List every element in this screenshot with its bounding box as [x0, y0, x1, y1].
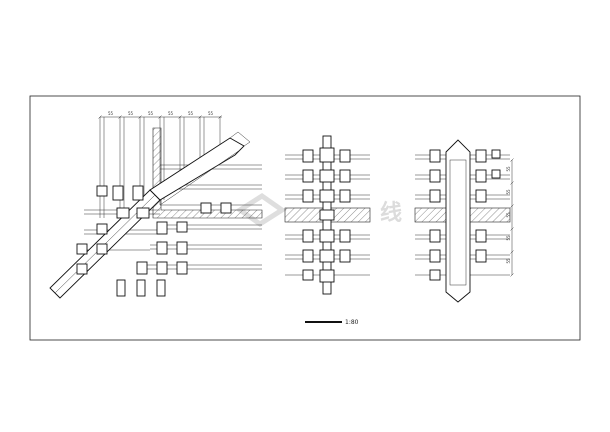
drawing-frame	[29, 95, 581, 341]
watermark: 线	[235, 192, 402, 228]
dimension-label: 55	[168, 111, 174, 116]
scale-label: 1:80	[345, 319, 359, 326]
dimension-tick	[510, 250, 514, 254]
dimension-label: 55	[188, 111, 194, 116]
corner-plan-view: 55 55 55 55 55 55	[49, 111, 263, 299]
right-elevation-view: 55 55 55 55 55	[414, 139, 514, 303]
dimension-tick	[510, 204, 514, 208]
right-dimension-ticks: 55 55 55 55 55	[506, 158, 514, 277]
dimension-label: 55	[128, 111, 134, 116]
dimension-tick	[510, 158, 514, 162]
dimension-label: 55	[108, 111, 114, 116]
watermark-text: 线	[380, 200, 402, 226]
dimension-label: 55	[506, 166, 511, 172]
corner-wall-hatch	[152, 127, 263, 219]
dimension-tick	[510, 227, 514, 231]
dimension-tick	[510, 181, 514, 185]
dimension-label: 55	[506, 258, 511, 264]
dimension-label: 55	[506, 235, 511, 241]
left-dimension-ticks: 55 55 55 55 55 55	[98, 111, 222, 119]
dimension-label: 55	[148, 111, 154, 116]
dimension-label: 55	[506, 189, 511, 195]
middle-elevation-view	[284, 135, 371, 295]
scale-bar: 1:80	[305, 319, 359, 326]
dimension-tick	[510, 273, 514, 277]
dimension-label: 55	[208, 111, 214, 116]
dimension-label: 55	[506, 212, 511, 218]
